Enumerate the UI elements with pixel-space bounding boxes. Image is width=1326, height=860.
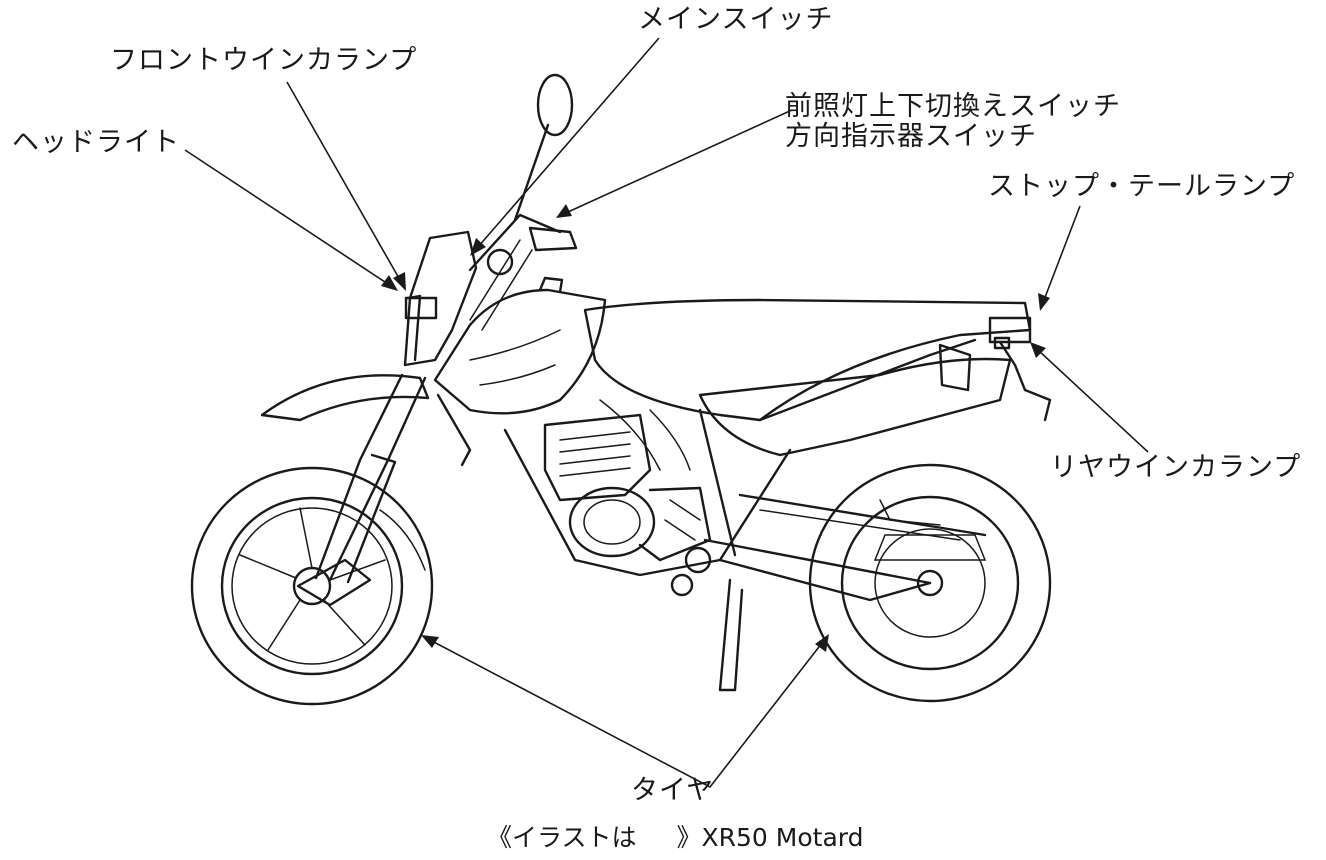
label-headlight: ヘッドライト (12, 127, 180, 158)
side-stand (718, 578, 744, 692)
front-fender (260, 374, 472, 467)
fuel-tank (433, 276, 607, 415)
label-tire: タイヤ (631, 775, 715, 806)
caption-model: 》XR50 Motard (676, 823, 864, 852)
side-cover (698, 343, 1012, 457)
label-stop-tail-lamp: ストップ・テールランプ (988, 171, 1296, 202)
front-fork (296, 373, 427, 607)
figure-caption: 《イラストは 》XR50 Motard (487, 818, 863, 854)
label-winker-switch: 方向指示器スイッチ (785, 121, 1037, 152)
handlebar-mirror (468, 73, 578, 331)
leader-lines (184, 37, 1149, 789)
exhaust (599, 399, 691, 471)
label-front-winker: フロントウインカランプ (110, 45, 418, 76)
caption-prefix: 《イラストは (487, 823, 637, 852)
headlight-cowl (403, 230, 478, 367)
front-wheel (190, 466, 434, 706)
label-rear-winker: リヤウインカランプ (1050, 452, 1302, 483)
engine (543, 413, 712, 597)
label-dimmer-switch: 前照灯上下切換えスイッチ (785, 91, 1121, 122)
tail-lamp (988, 316, 1052, 422)
label-main-switch: メインスイッチ (638, 4, 834, 35)
seat (583, 298, 1032, 422)
frame (503, 408, 987, 602)
